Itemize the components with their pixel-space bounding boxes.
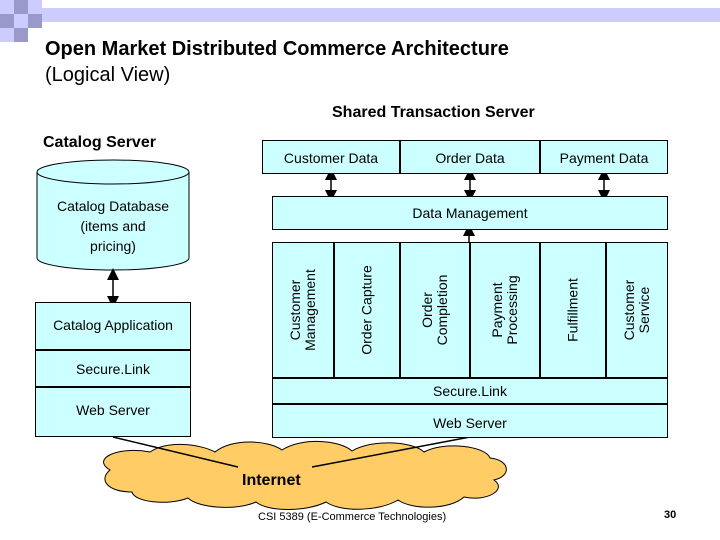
decorative-square (0, 28, 14, 42)
module-label: Customer Service (621, 279, 652, 341)
transaction-webserver-box: Web Server (272, 404, 668, 438)
data-management-box: Data Management (272, 196, 668, 230)
catalog-server-header: Catalog Server (43, 134, 156, 151)
decorative-square (0, 14, 14, 28)
title-line-1: Open Market Distributed Commerce Archite… (45, 38, 509, 60)
order-data-label: Order Data (435, 150, 505, 166)
decorative-square (0, 0, 14, 14)
catalog-webserver-label: Web Server (76, 402, 150, 418)
transaction-webserver-label: Web Server (433, 415, 507, 431)
module-customer-service: Customer Service (606, 242, 668, 378)
module-fulfillment: Fulfillment (540, 242, 606, 378)
title-line-2: (Logical View) (45, 64, 171, 86)
decorative-square (14, 28, 28, 42)
catalog-application-label: Catalog Application (53, 317, 173, 333)
decorative-bar (42, 8, 720, 22)
payment-data-box: Payment Data (540, 140, 668, 174)
catalog-webserver-box: Web Server (35, 387, 191, 437)
right-web-server-connector (311, 436, 471, 468)
payment-data-label: Payment Data (559, 150, 649, 166)
decorative-square (28, 0, 42, 14)
decorative-square (14, 14, 28, 28)
module-label: Payment Processing (489, 275, 520, 345)
page-number: 30 (664, 509, 677, 521)
slide-title: Open Market Distributed Commerce Archite… (45, 36, 509, 88)
module-order-capture: Order Capture (334, 242, 400, 378)
transaction-securelink-box: Secure.Link (272, 378, 668, 404)
customer-data-box: Customer Data (262, 140, 400, 174)
internet-cloud (103, 440, 507, 510)
order-data-box: Order Data (400, 140, 540, 174)
shared-transaction-server-header: Shared Transaction Server (332, 104, 535, 121)
module-customer-management: Customer Management (272, 242, 334, 378)
module-label: Customer Management (287, 269, 318, 351)
module-label: Order Capture (358, 265, 375, 355)
decorative-square (14, 0, 28, 14)
customer-data-label: Customer Data (283, 150, 379, 166)
catalog-database-label: Catalog Database (items and pricing) (56, 198, 170, 254)
left-web-server-connector (112, 436, 239, 468)
catalog-database-cylinder (36, 159, 190, 271)
data-management-label: Data Management (412, 205, 528, 221)
catalog-securelink-box: Secure.Link (35, 350, 191, 387)
catalog-securelink-label: Secure.Link (76, 361, 150, 377)
footer-text: CSI 5389 (E-Commerce Technologies) (258, 511, 447, 523)
decorative-square (28, 14, 42, 28)
module-label: Fulfillment (564, 278, 581, 342)
internet-label: Internet (242, 472, 301, 489)
catalog-application-box: Catalog Application (35, 302, 191, 350)
module-order-completion: Order Completion (400, 242, 470, 378)
transaction-securelink-label: Secure.Link (433, 383, 507, 399)
module-payment-processing: Payment Processing (470, 242, 540, 378)
module-label: Order Completion (419, 274, 450, 346)
